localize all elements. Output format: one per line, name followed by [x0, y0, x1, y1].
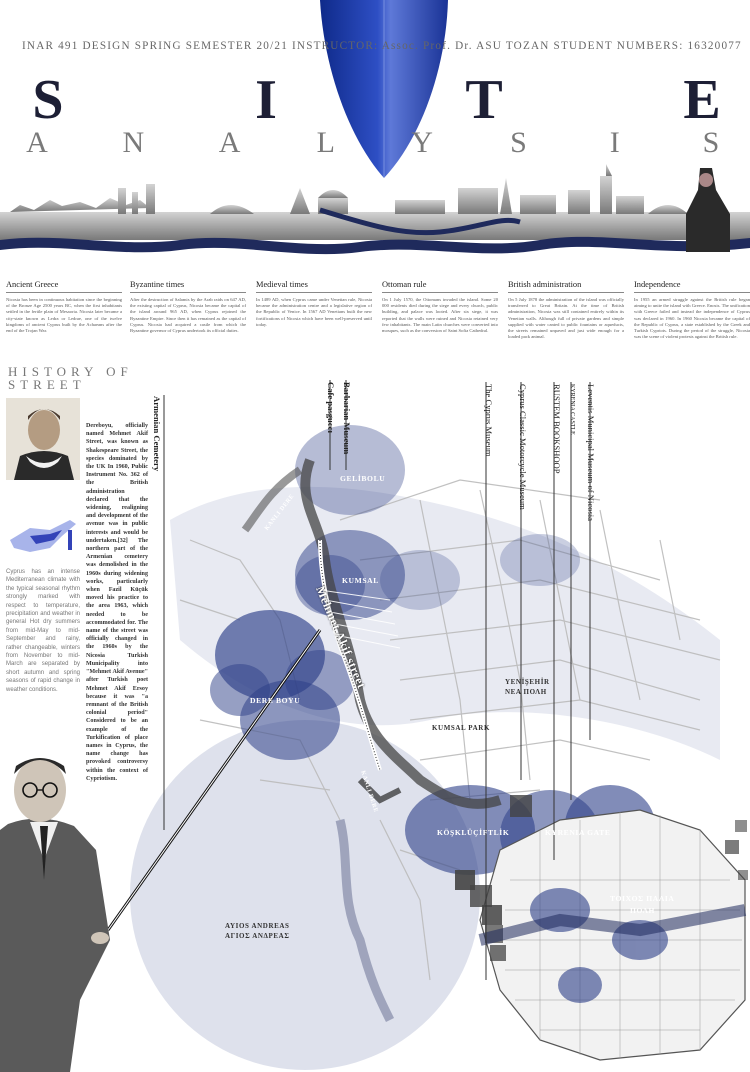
hatched-area [319, 589, 401, 649]
priest-figure-icon [686, 168, 730, 252]
timeline-text: On 5 July 1878 the administration of the… [508, 297, 624, 340]
map-label-gelibolu: GELİBOLU [340, 474, 386, 483]
timeline-text: In 1489 AD, when Cyprus came under Venet… [256, 297, 372, 327]
title-letter: S [702, 126, 722, 159]
timeline-heading: Independence [634, 280, 750, 293]
timeline-column: Medieval times In 1489 AD, when Cyprus c… [256, 280, 372, 328]
history-of-street-title-2: STREET [8, 377, 86, 392]
title-letter: A [218, 126, 243, 159]
title-analysis: A N A L Y S I S [18, 125, 732, 161]
timeline-heading: Ottoman rule [382, 280, 498, 293]
timeline-column: Ottoman rule On 1 July 1570, the Ottoman… [382, 280, 498, 334]
landmark-lines [163, 380, 591, 980]
title-letter: E [683, 69, 721, 131]
title-letter: S [510, 126, 529, 159]
timeline-heading: Ancient Greece [6, 280, 122, 293]
title-letter: I [609, 126, 622, 159]
label-leventis-museum: Leventis Municipal Museum of Nicosia [586, 384, 596, 521]
map-label-kumsal: KUMSAL [342, 576, 379, 585]
timeline-text: On 1 July 1570, the Ottomans invaded the… [382, 297, 498, 334]
timeline-column: Independence In 1955 an armed struggle a… [634, 280, 750, 340]
label-motorcycle-museum: Cyprus Classic Motorcycle Museum [518, 384, 528, 510]
river-path [241, 458, 502, 1023]
timeline-heading: Byzantine times [130, 280, 246, 293]
street-history-text: Dereboyu, officially named Mehmet Akif S… [86, 423, 148, 782]
history-of-street-title: HISTORY OF [8, 364, 133, 379]
title-letter: I [255, 69, 277, 131]
title-letter: T [465, 69, 503, 131]
map-label-kyrenia-gate: KYRENIA GATE [545, 828, 611, 837]
timeline-column: British administration On 5 July 1878 th… [508, 280, 624, 340]
timeline-text: In 1955 an armed struggle against the Br… [634, 297, 750, 340]
timeline-text: After the destruction of Salamis by the … [130, 297, 246, 334]
map-label-ayios-andreas: AYIOS ANDREAS [225, 922, 290, 930]
map-label-nea-poli: ΝΕΑ ΠΟΛΗ [505, 688, 547, 696]
map-label-koskluciftlik: KÖŞKLÜÇİFTLİK [437, 828, 510, 837]
title-site: S I T E [18, 70, 732, 130]
climate-text: Cyprus has an intense Mediterranean clim… [6, 569, 80, 693]
man-with-pointer-figure [0, 758, 110, 1072]
timeline-heading: British administration [508, 280, 624, 293]
map-label-yenisehir: YENİŞEHİR [505, 678, 550, 686]
timeline-column: Byzantine times After the destruction of… [130, 280, 246, 334]
title-letter: N [122, 126, 147, 159]
map-label-walls-greek-1: ΤΟΙΧΟΣ ΠΑΛΙΑ [610, 894, 675, 903]
map-label-dere-boyu: DERE BOYU [250, 696, 301, 705]
title-letter: A [26, 126, 50, 159]
map-label-ayios-andreas-greek: ΑΓΙΟΣ ΑΝΔΡΕΑΣ [225, 932, 290, 940]
label-kyrenia-castle: KYRENIA CASTLE [569, 384, 575, 435]
label-cyprus-museum: The Cyprus Museum [484, 384, 494, 457]
blue-blade-graphic [320, 0, 448, 178]
timeline-text: Nicosia has been in continuous habitatio… [6, 297, 122, 334]
map-label-kumsal-park: KUMSAL PARK [432, 724, 490, 732]
label-rustem-bookshop: RUSTEM BOOKSHOOP [552, 384, 562, 474]
label-armenian-cemetery: Armenian Cemetery [152, 396, 162, 472]
timeline-heading: Medieval times [256, 280, 372, 293]
history-timeline: Ancient Greece Nicosia has been in conti… [0, 280, 750, 370]
label-barbarian-museum: Barbarian Museum [342, 382, 352, 455]
shakespeare-portrait [6, 398, 80, 480]
map-label-walls-greek-2: ΠΟΛΗ [630, 906, 656, 915]
title-letter: Y [411, 126, 435, 159]
header-subtitle: INAR 491 DESIGN SPRING SEMESTER 20/21 IN… [22, 40, 742, 52]
title-letter: L [316, 126, 337, 159]
title-letter: S [32, 69, 64, 131]
label-cafe: Cafe pasguccı [326, 382, 336, 433]
timeline-column: Ancient Greece Nicosia has been in conti… [6, 280, 122, 334]
skyline-collage [0, 164, 750, 255]
cyprus-map-thumbnail [6, 512, 80, 556]
